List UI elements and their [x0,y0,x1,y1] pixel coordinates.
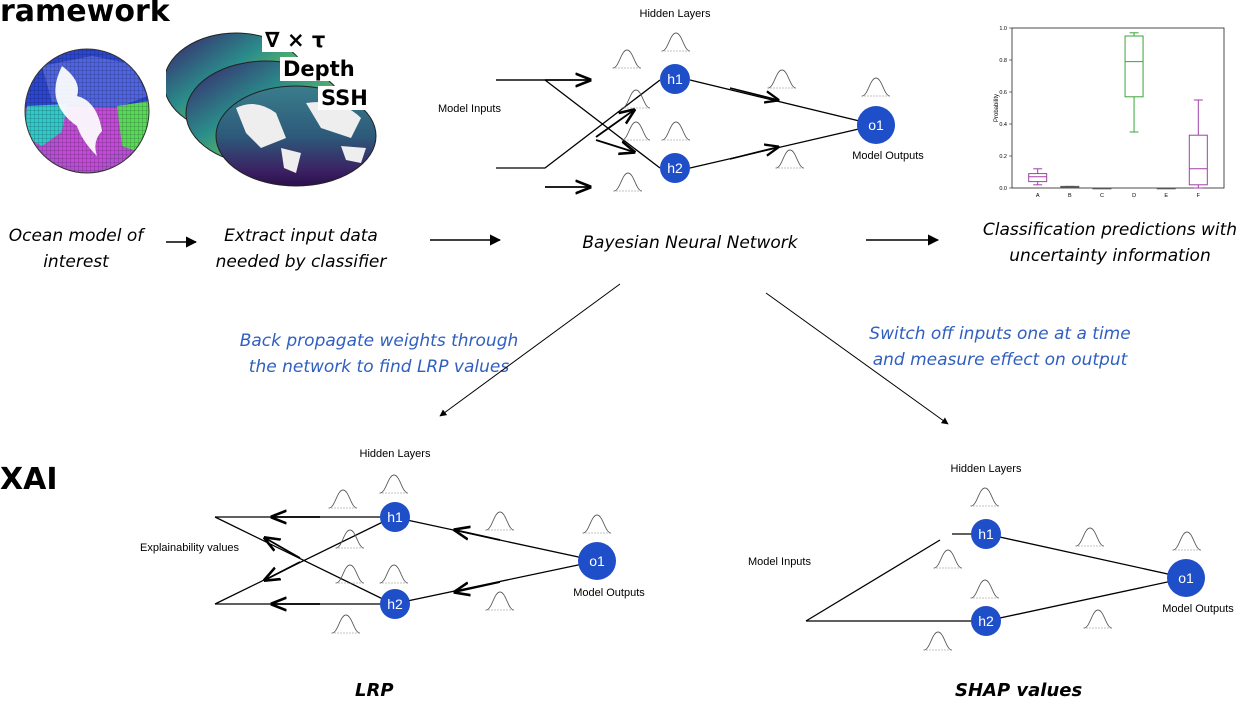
top-network: Hidden Layers Model Inputs Model Outputs… [438,8,924,191]
shap-node-h1-label: h1 [978,526,994,542]
box-F [1188,134,1208,186]
arrow-to-shap [765,292,949,425]
lrp-node-o1 [578,542,616,580]
lrp-explain-label-text: Explainability values [140,542,240,554]
lrp-node-h2 [380,589,410,619]
shap-note: Switch off inputs one at a time and meas… [869,324,1131,370]
top-hidden-label: Hidden Layers [640,8,711,20]
lrp-node-h2-label: h2 [387,596,403,612]
top-node-o1-label: o1 [868,117,884,133]
lrp-hidden-label: Hidden Layers [360,448,431,460]
y-tick-label: 0.4 [999,122,1007,128]
lrp-node-h1 [380,502,410,532]
y-tick-label: 1.0 [999,26,1007,32]
y-axis-label: Probability [994,94,1000,122]
framework-heading: ramework [0,0,170,29]
lrp-outputs-label: Model Outputs [573,587,645,599]
lrp-node-o1-label: o1 [589,553,605,569]
shap-title: SHAP values [955,680,1083,701]
top-inputs-label: Model Inputs [438,103,501,115]
y-tick-label: 0.6 [999,90,1007,96]
lrp-explain-label: Explainability values [140,542,240,554]
y-tick-label: 0.0 [999,186,1007,192]
xai-heading: XAI [0,462,58,497]
x-tick-label: D [1132,193,1136,199]
top-node-o1 [857,106,895,144]
shap-hidden-label: Hidden Layers [951,463,1022,475]
step-ocean-model: Ocean model of interest [8,226,144,272]
top-node-h1 [660,64,690,94]
lrp-network: Hidden Layers Explainability values Mode… [140,448,645,634]
x-tick-label: C [1100,193,1104,199]
top-node-h2-label: h2 [667,160,683,176]
lrp-note: Back propagate weights through the netwo… [239,331,519,377]
step-bnn: Bayesian Neural Network [582,233,798,253]
x-tick-label: A [1036,193,1040,199]
ssh-label: SSH [318,86,371,110]
box-A [1028,173,1048,183]
shap-node-o1 [1167,559,1205,597]
classification-boxplot: Probability 0.0 0.2 0.4 0.6 0.8 1.0A B C D E F [994,26,1225,199]
x-tick-label: F [1197,193,1201,199]
x-tick-label: B [1068,193,1072,199]
lrp-title: LRP [355,680,394,701]
shap-outputs-label: Model Outputs [1162,603,1234,615]
y-tick-label: 0.2 [999,154,1007,160]
depth-label: Depth [280,57,358,81]
ocean-globe-image [24,48,150,174]
input-data-maps [166,32,377,187]
shap-node-h1 [971,519,1001,549]
box-D [1124,35,1144,98]
shap-node-o1-label: o1 [1178,570,1194,586]
plot-frame [1011,27,1225,189]
y-tick-label: 0.8 [999,58,1007,64]
curl-tau-label: ∇ × τ [262,28,329,52]
top-node-h1-label: h1 [667,71,683,87]
shap-node-h2-label: h2 [978,613,994,629]
lrp-node-h1-label: h1 [387,509,403,525]
top-node-h2 [660,153,690,183]
shap-node-h2 [971,606,1001,636]
shap-network: Hidden Layers Model Inputs Model Outputs… [748,463,1234,651]
shap-inputs-label: Model Inputs [748,556,811,568]
x-tick-label: E [1164,193,1168,199]
top-outputs-label: Model Outputs [852,150,924,162]
step-predictions: Classification predictions with uncertai… [982,220,1238,266]
step-extract-input: Extract input data needed by classifier [215,226,387,272]
arrow-to-lrp [439,283,621,417]
